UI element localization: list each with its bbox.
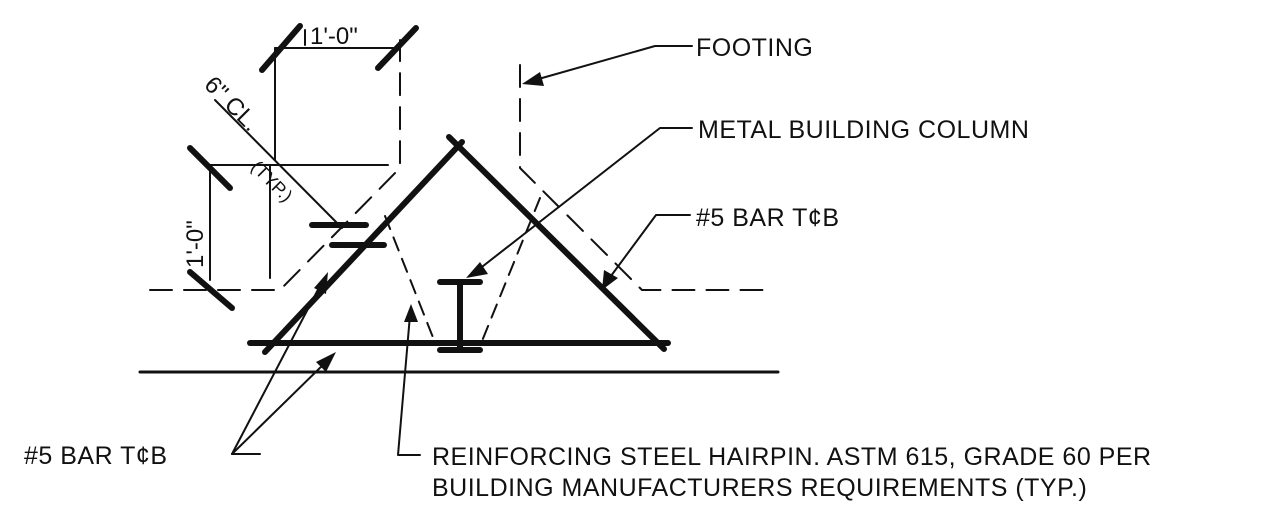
column-leader bbox=[466, 127, 693, 278]
hairpin-bar bbox=[384, 197, 541, 347]
bar-right-label: #5 BAR T¢B bbox=[696, 204, 840, 232]
footing-outline bbox=[149, 39, 771, 291]
side-dimension-text: 1'-0" bbox=[182, 220, 209, 268]
hairpin-label-line2: BUILDING MANUFACTURERS REQUIREMENTS (TYP… bbox=[432, 474, 1087, 502]
hairpin-label-line1: REINFORCING STEEL HAIRPIN. ASTM 615, GRA… bbox=[432, 443, 1152, 471]
metal-building-column-label: METAL BUILDING COLUMN bbox=[698, 116, 1029, 144]
top-dimension-text: 1'-0" bbox=[310, 23, 358, 50]
bar-right-leader bbox=[602, 214, 691, 290]
side-dimension bbox=[187, 145, 389, 311]
bar-left-leader bbox=[231, 272, 336, 455]
cover-dimension-text: 6" CL. bbox=[199, 71, 265, 137]
footing-leader bbox=[522, 45, 693, 86]
bar-left-label: #5 BAR T¢B bbox=[24, 442, 168, 470]
footing-label: FOOTING bbox=[696, 34, 813, 62]
top-dimension bbox=[259, 23, 419, 161]
hairpin-leader bbox=[397, 304, 421, 456]
metal-building-column bbox=[437, 279, 483, 353]
